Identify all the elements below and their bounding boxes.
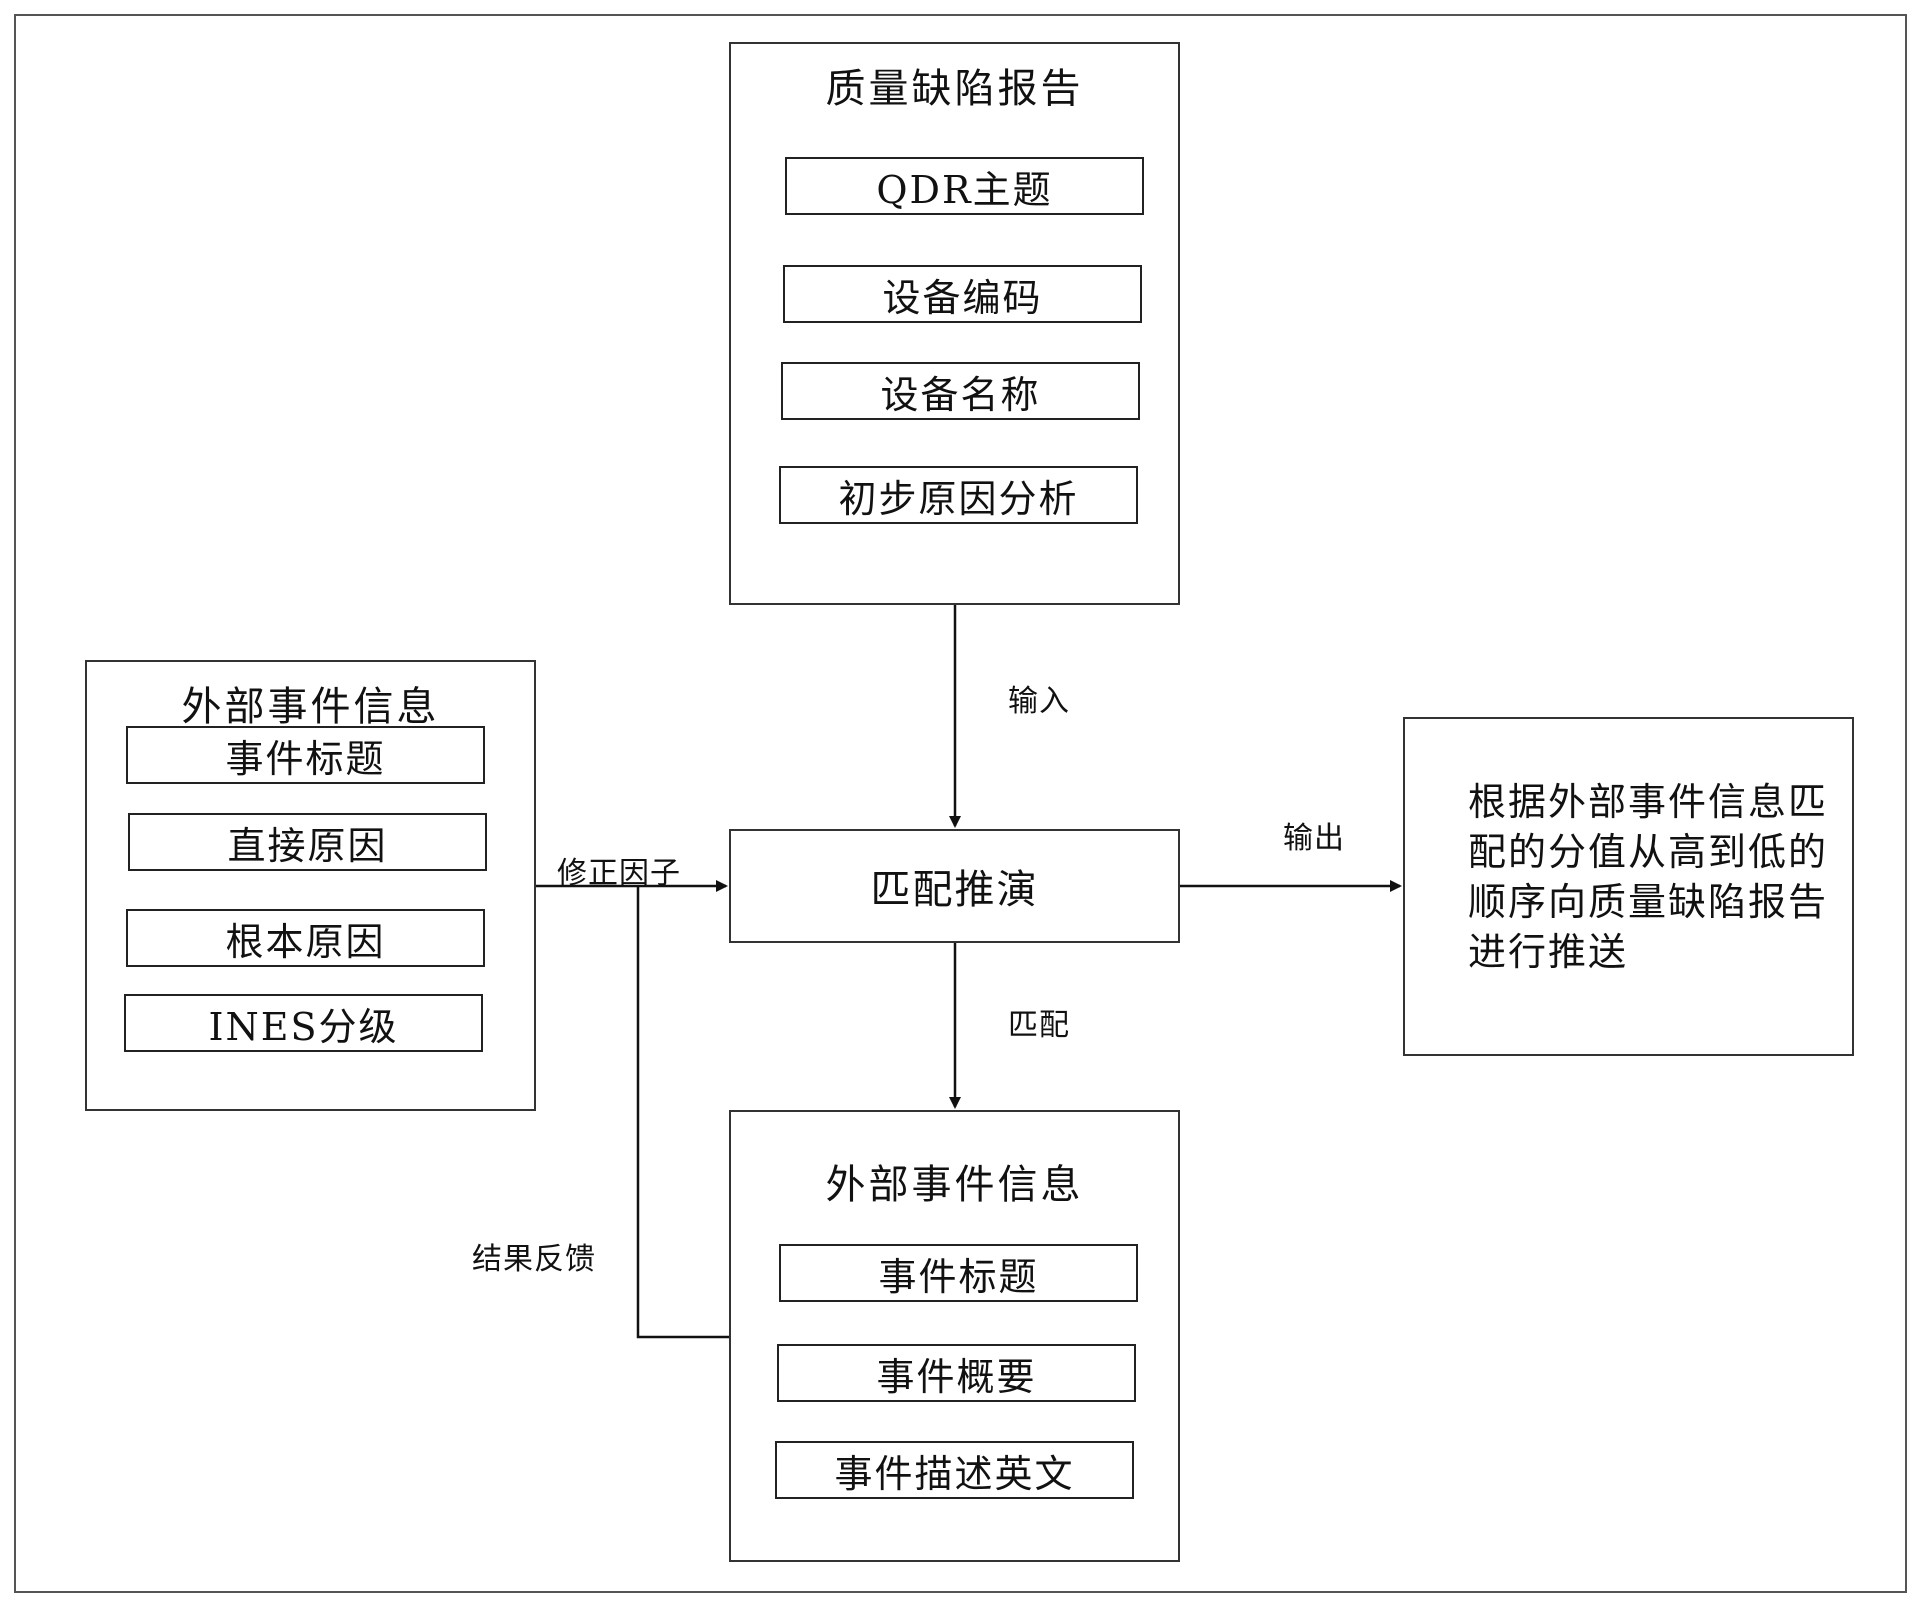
result-line: 配的分值从高到低的 xyxy=(1468,830,1829,874)
edge-label-input: 输入 xyxy=(1008,684,1070,719)
bottom-field-event-description-en: 事件描述英文 xyxy=(775,1441,1134,1499)
bottom-field-event-summary: 事件概要 xyxy=(777,1344,1136,1402)
left-field-direct-cause: 直接原因 xyxy=(128,813,487,871)
left-field-root-cause: 根本原因 xyxy=(126,909,485,967)
qdr-field-preliminary-cause: 初步原因分析 xyxy=(779,466,1138,524)
edge-label-feedback: 结果反馈 xyxy=(472,1242,596,1277)
qdr-title: 质量缺陷报告 xyxy=(825,66,1084,112)
edge-label-correction: 修正因子 xyxy=(557,856,681,891)
result-line: 进行推送 xyxy=(1468,930,1629,974)
external-event-left-title: 外部事件信息 xyxy=(181,684,440,730)
bottom-field-event-title: 事件标题 xyxy=(779,1244,1138,1302)
feedback-line xyxy=(636,886,730,1339)
diagram-frame xyxy=(14,14,1907,1593)
match-label: 匹配推演 xyxy=(870,867,1039,913)
left-field-ines-level: INES分级 xyxy=(124,994,483,1052)
external-event-bottom-title: 外部事件信息 xyxy=(825,1162,1084,1208)
edge-label-output: 输出 xyxy=(1283,821,1345,856)
edge-label-match: 匹配 xyxy=(1008,1008,1070,1043)
result-line: 顺序向质量缺陷报告 xyxy=(1468,880,1829,924)
left-field-event-title: 事件标题 xyxy=(126,726,485,784)
match-box xyxy=(729,829,1180,943)
qdr-field-equipment-name: 设备名称 xyxy=(781,362,1140,420)
qdr-field-equipment-code: 设备编码 xyxy=(783,265,1142,323)
result-box xyxy=(1403,717,1854,1056)
result-line: 根据外部事件信息匹 xyxy=(1468,780,1829,824)
result-text: 根据外部事件信息匹 配的分值从高到低的 顺序向质量缺陷报告 进行推送 xyxy=(1468,777,1838,977)
qdr-field-subject: QDR主题 xyxy=(785,157,1144,215)
